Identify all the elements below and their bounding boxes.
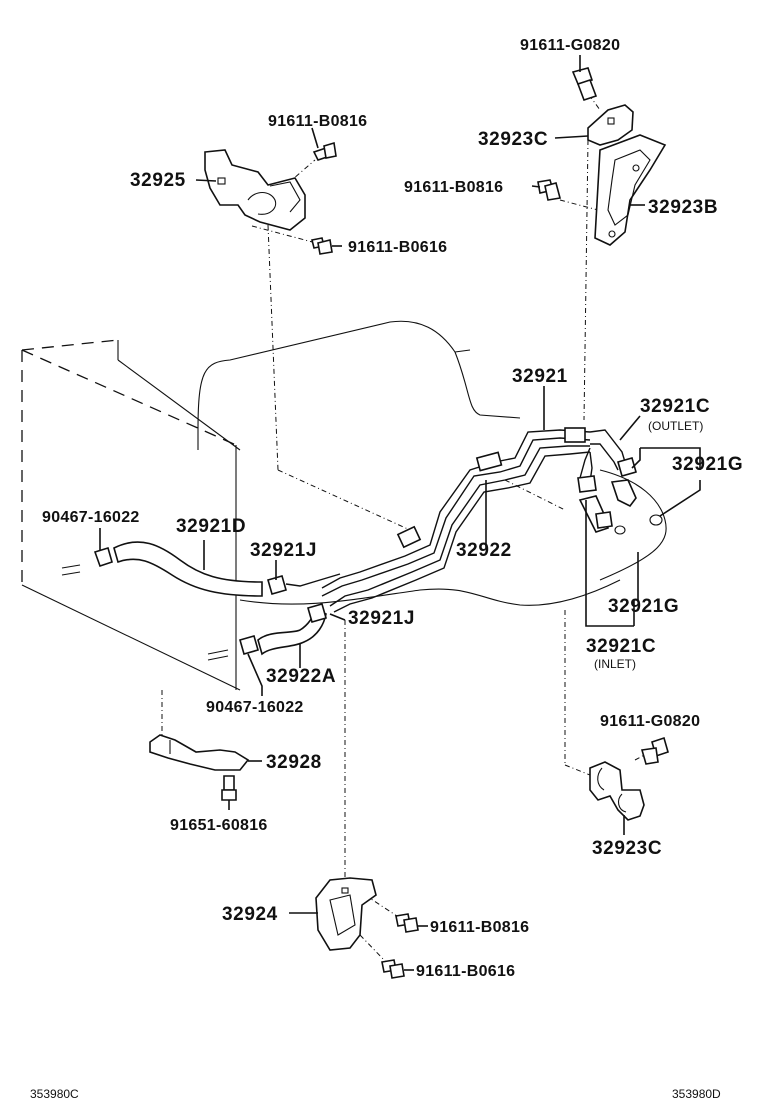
bolt-91611-b0816-a (312, 141, 337, 161)
radiator-block (21, 339, 241, 691)
label-32921d: 32921D (176, 516, 246, 537)
label-32921: 32921 (512, 366, 568, 387)
labels: 91611-G0820 32923C 91611-B0816 32925 916… (42, 37, 743, 980)
bolt-91611-b0816-b (537, 179, 561, 201)
bracket-32924 (315, 877, 377, 951)
bolt-91611-b0616-b (381, 959, 405, 979)
bracket-32923c-top (587, 104, 634, 146)
figure-code-left: 353980C (30, 1087, 79, 1101)
label-91611-g0820-top: 91611-G0820 (520, 37, 620, 54)
label-32923b: 32923B (648, 197, 718, 218)
label-91611-b0816-left: 91611-B0816 (268, 113, 367, 130)
label-32921j-low: 32921J (348, 608, 415, 629)
transmission-body (197, 320, 667, 606)
label-32923c-low: 32923C (592, 838, 662, 859)
label-91651-60816: 91651-60816 (170, 817, 268, 834)
label-32924: 32924 (222, 904, 278, 925)
bolt-91651-60816 (221, 775, 237, 801)
label-32928: 32928 (266, 752, 322, 773)
label-outlet-note: (OUTLET) (648, 419, 703, 433)
label-91611-b0616-top: 91611-B0616 (348, 239, 447, 256)
bolt-91611-g0820-top (571, 67, 598, 102)
bolt-91611-b0816-c (395, 913, 419, 933)
label-91611-b0616-bottom: 91611-B0616 (416, 963, 515, 980)
label-32921j-top: 32921J (250, 540, 317, 561)
label-90467-16022-low: 90467-16022 (206, 699, 304, 716)
label-inlet-note: (INLET) (594, 657, 636, 671)
figure-code-right: 353980D (672, 1087, 721, 1101)
clamp-32921j (267, 573, 341, 623)
bolt-91611-b0616-a (311, 237, 333, 255)
bracket-32928 (149, 734, 250, 771)
label-32921c-outlet: 32921C (640, 396, 710, 417)
label-32922: 32922 (456, 540, 512, 561)
label-32921g-low: 32921G (608, 596, 679, 617)
label-32921c-inlet: 32921C (586, 636, 656, 657)
hose-32921d (93, 541, 263, 597)
bolt-91611-g0820-low (640, 736, 669, 765)
bracket-32923c-low (589, 761, 645, 821)
label-32921g-top: 32921G (672, 454, 743, 475)
label-91611-b0816-bottom: 91611-B0816 (430, 919, 529, 936)
hose-32922a (239, 608, 327, 656)
leader-lines (99, 55, 701, 971)
label-32923c-top: 32923C (478, 129, 548, 150)
label-32925: 32925 (130, 170, 186, 191)
bracket-32923b (594, 134, 667, 246)
bracket-32925 (204, 149, 306, 231)
label-32922a: 32922A (266, 666, 336, 687)
label-90467-16022-top: 90467-16022 (42, 509, 140, 526)
label-91611-g0820-low: 91611-G0820 (600, 713, 700, 730)
pipe-assembly (321, 427, 663, 613)
label-91611-b0816-mid: 91611-B0816 (404, 179, 503, 196)
